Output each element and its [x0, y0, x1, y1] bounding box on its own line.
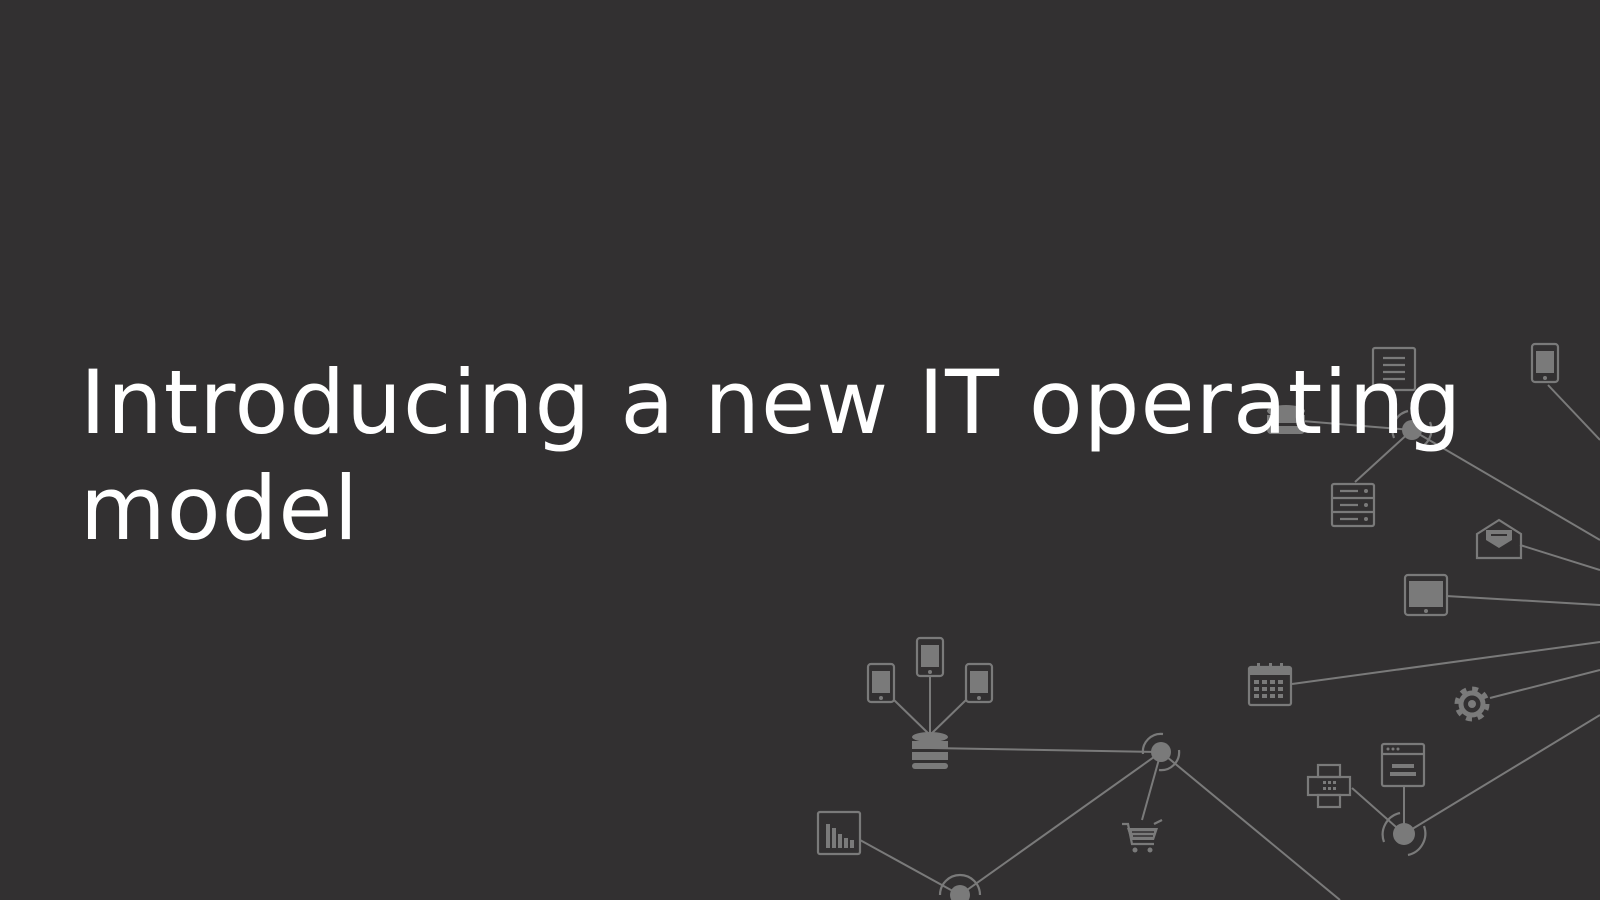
mobile-phone-icon [866, 662, 896, 704]
shopping-cart-icon [1122, 819, 1163, 853]
database-icon [1267, 405, 1305, 434]
network-hub-icon [938, 873, 982, 900]
mobile-phone-icon [964, 662, 994, 704]
network-hub-icon [1141, 732, 1181, 772]
connection-lines [859, 384, 1600, 900]
network-hub-icon [1391, 409, 1433, 451]
database-icon [912, 732, 948, 769]
mobile-phone-icon [1530, 342, 1560, 384]
mail-icon [1475, 518, 1523, 560]
browser-window-icon [1380, 742, 1426, 788]
server-icon [1330, 482, 1376, 528]
network-hub-icon [1381, 811, 1427, 857]
calendar-icon [1247, 663, 1293, 707]
mobile-phone-icon [915, 636, 945, 678]
tablet-icon [1403, 573, 1449, 617]
bar-chart-icon [816, 810, 862, 856]
gear-icon [1454, 686, 1490, 722]
document-icon [1371, 346, 1417, 392]
fax-icon [1306, 763, 1352, 809]
slide-title: Introducing a new IT operating model [80, 351, 1463, 560]
